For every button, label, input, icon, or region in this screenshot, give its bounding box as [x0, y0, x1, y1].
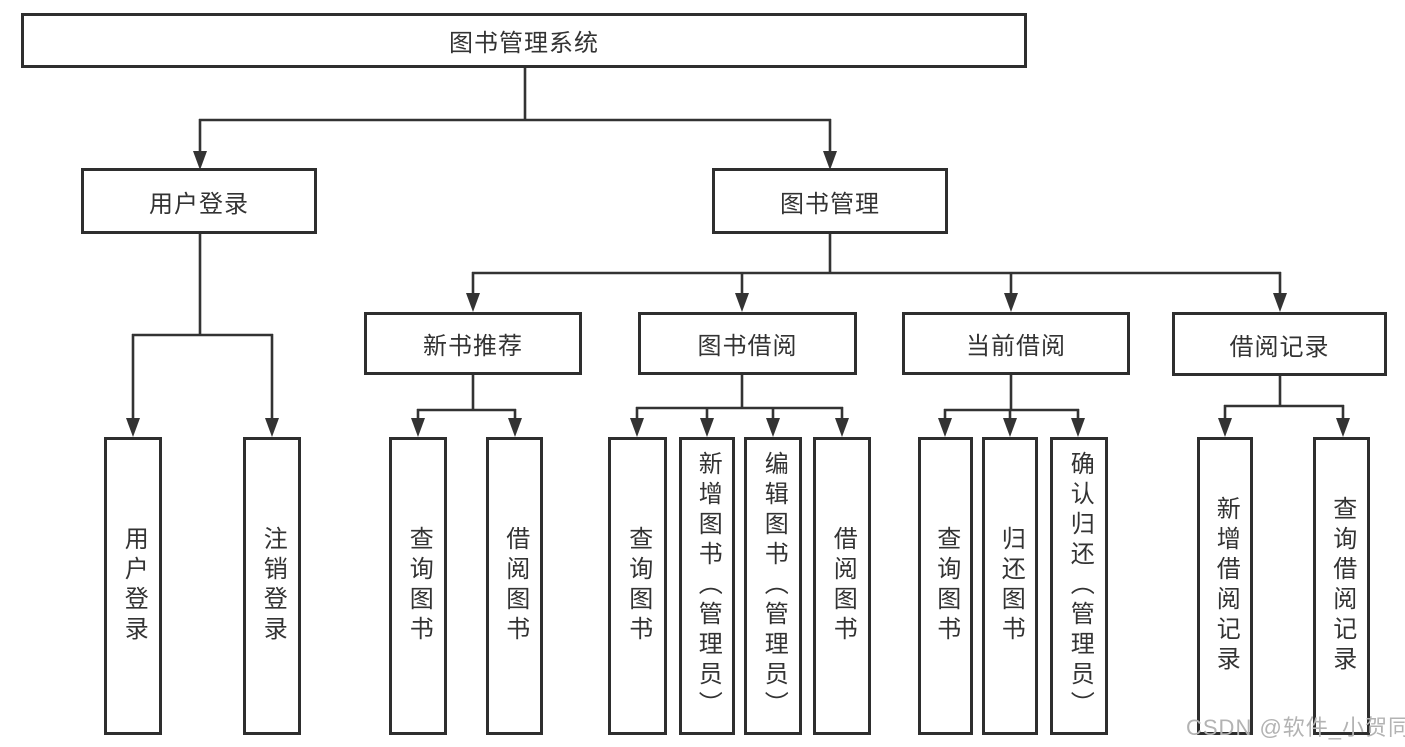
leaf-edit-books-admin-label: 编辑图书（管理员） [760, 451, 788, 721]
leaf-borrow-books-1-label: 借阅图书 [501, 526, 529, 646]
arrowhead-icon [700, 418, 714, 437]
node-current-borrowing-label: 当前借阅 [966, 333, 1066, 360]
node-current-borrowing: 当前借阅 [902, 312, 1130, 375]
arrowhead-icon [938, 418, 952, 437]
arrowhead-icon [1071, 418, 1085, 437]
leaf-return-books: 归还图书 [982, 437, 1038, 735]
arrowhead-icon [823, 151, 837, 170]
leaf-user-login: 用户登录 [104, 437, 162, 735]
arrowhead-icon [508, 418, 522, 437]
leaf-add-books-admin: 新增图书（管理员） [679, 437, 735, 735]
leaf-query-books-2: 查询图书 [608, 437, 667, 735]
leaf-borrow-books-2-label: 借阅图书 [829, 526, 857, 646]
node-book-management-label: 图书管理 [780, 190, 880, 218]
node-user-login: 用户登录 [81, 168, 317, 234]
arrowhead-icon [193, 151, 207, 170]
leaf-add-borrow-record-label: 新增借阅记录 [1212, 496, 1240, 676]
arrowhead-icon [466, 293, 480, 312]
leaf-query-books-1-label: 查询图书 [405, 526, 433, 646]
arrowhead-icon [126, 418, 140, 437]
leaf-query-books-1: 查询图书 [389, 437, 447, 735]
leaf-user-login-label: 用户登录 [120, 526, 148, 646]
leaf-borrow-books-1: 借阅图书 [486, 437, 543, 735]
node-borrowing-records: 借阅记录 [1172, 312, 1387, 376]
leaf-query-books-3: 查询图书 [918, 437, 973, 735]
node-library-system-label: 图书管理系统 [449, 30, 599, 57]
arrowhead-icon [735, 293, 749, 312]
node-new-book-recommend-label: 新书推荐 [423, 333, 523, 360]
arrowhead-icon [1218, 418, 1232, 437]
node-book-borrowing: 图书借阅 [638, 312, 857, 375]
leaf-add-borrow-record: 新增借阅记录 [1197, 437, 1253, 735]
leaf-query-borrow-record: 查询借阅记录 [1313, 437, 1370, 735]
leaf-logout-label: 注销登录 [259, 526, 287, 646]
arrowhead-icon [411, 418, 425, 437]
leaf-logout: 注销登录 [243, 437, 301, 735]
arrowhead-icon [1004, 293, 1018, 312]
node-book-management: 图书管理 [712, 168, 948, 234]
arrowhead-icon [630, 418, 644, 437]
leaf-edit-books-admin: 编辑图书（管理员） [744, 437, 802, 735]
node-library-system: 图书管理系统 [21, 13, 1027, 68]
leaf-query-books-3-label: 查询图书 [932, 526, 960, 646]
leaf-confirm-return-admin: 确认归还（管理员） [1050, 437, 1108, 735]
leaf-borrow-books-2: 借阅图书 [813, 437, 871, 735]
arrowhead-icon [265, 418, 279, 437]
watermark: CSDN @软件_小贺同学 [1186, 715, 1405, 740]
leaf-return-books-label: 归还图书 [997, 526, 1025, 646]
leaf-confirm-return-admin-label: 确认归还（管理员） [1066, 451, 1094, 721]
arrowhead-icon [835, 418, 849, 437]
node-book-borrowing-label: 图书借阅 [697, 333, 798, 360]
leaf-add-books-admin-label: 新增图书（管理员） [694, 451, 722, 721]
node-user-login-label: 用户登录 [149, 190, 249, 218]
arrowhead-icon [1273, 293, 1287, 312]
arrowhead-icon [1336, 418, 1350, 437]
arrowhead-icon [766, 418, 780, 437]
node-new-book-recommend: 新书推荐 [364, 312, 582, 375]
arrowhead-icon [1003, 418, 1017, 437]
leaf-query-borrow-record-label: 查询借阅记录 [1328, 496, 1356, 676]
leaf-query-books-2-label: 查询图书 [624, 526, 652, 646]
node-borrowing-records-label: 借阅记录 [1229, 333, 1330, 361]
